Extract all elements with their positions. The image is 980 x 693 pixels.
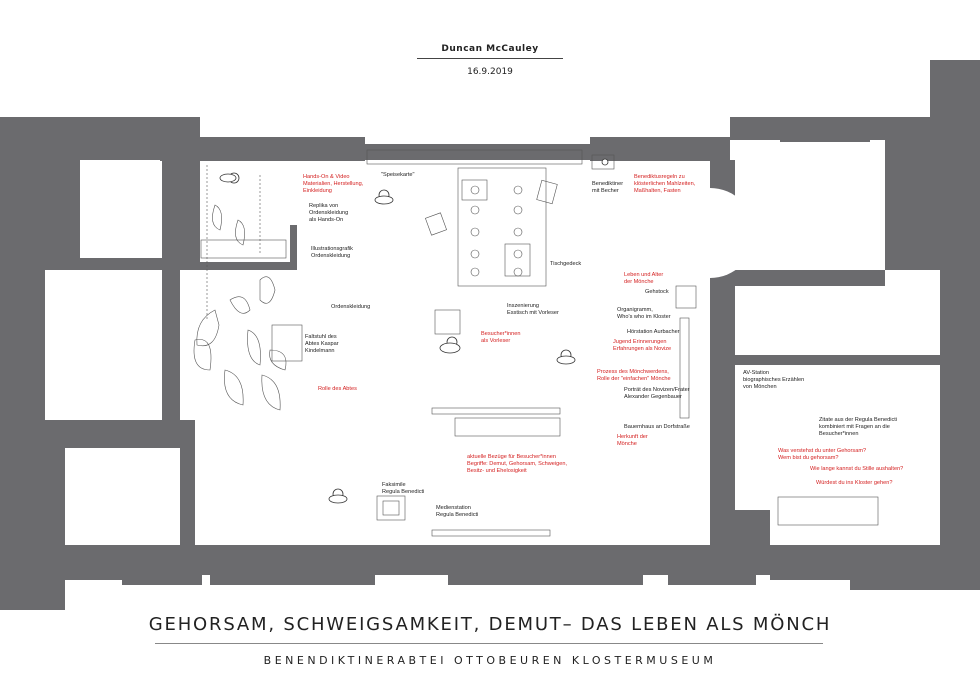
label-organigramm: Organigramm,Who's who im Kloster bbox=[617, 307, 671, 320]
plan-date: 16.9.2019 bbox=[467, 67, 513, 77]
label-ordenskleidung: Ordenskleidung bbox=[331, 304, 371, 310]
title-divider bbox=[155, 643, 823, 644]
label-gehstock: Gehstock bbox=[645, 289, 669, 295]
label-frage-kloster: Würdest du ins Kloster gehen? bbox=[816, 480, 893, 486]
header-divider bbox=[417, 58, 563, 59]
label-hoerstation: Hörstation Aurbacher bbox=[627, 329, 680, 335]
furniture bbox=[193, 149, 879, 537]
page-title: GEHORSAM, SCHWEIGSAMKEIT, DEMUT– DAS LEB… bbox=[148, 614, 832, 635]
label-speisekarte: "Speisekarte" bbox=[381, 172, 415, 178]
label-rolle-abtes: Rolle des Abtes bbox=[318, 386, 357, 392]
walls bbox=[0, 60, 980, 610]
apse bbox=[710, 188, 755, 278]
label-frage-gehorsam: Was verstehst du unter Gehorsam?Wem bist… bbox=[778, 448, 867, 461]
label-prozess: Prozess des Mönchwerdens,Rolle der "einf… bbox=[597, 369, 671, 382]
visitor-figures bbox=[219, 158, 609, 504]
author-name: Duncan McCauley bbox=[441, 44, 539, 54]
label-frage-stille: Wie lange kannst du Stille aushalten? bbox=[810, 466, 904, 472]
label-bauernhaus: Bauernhaus an Dorfstraße bbox=[624, 424, 690, 430]
label-tischgedeck: Tischgedeck bbox=[550, 261, 582, 267]
page-subtitle: BENENDIKTINERABTEI OTTOBEUREN KLOSTERMUS… bbox=[263, 654, 717, 667]
